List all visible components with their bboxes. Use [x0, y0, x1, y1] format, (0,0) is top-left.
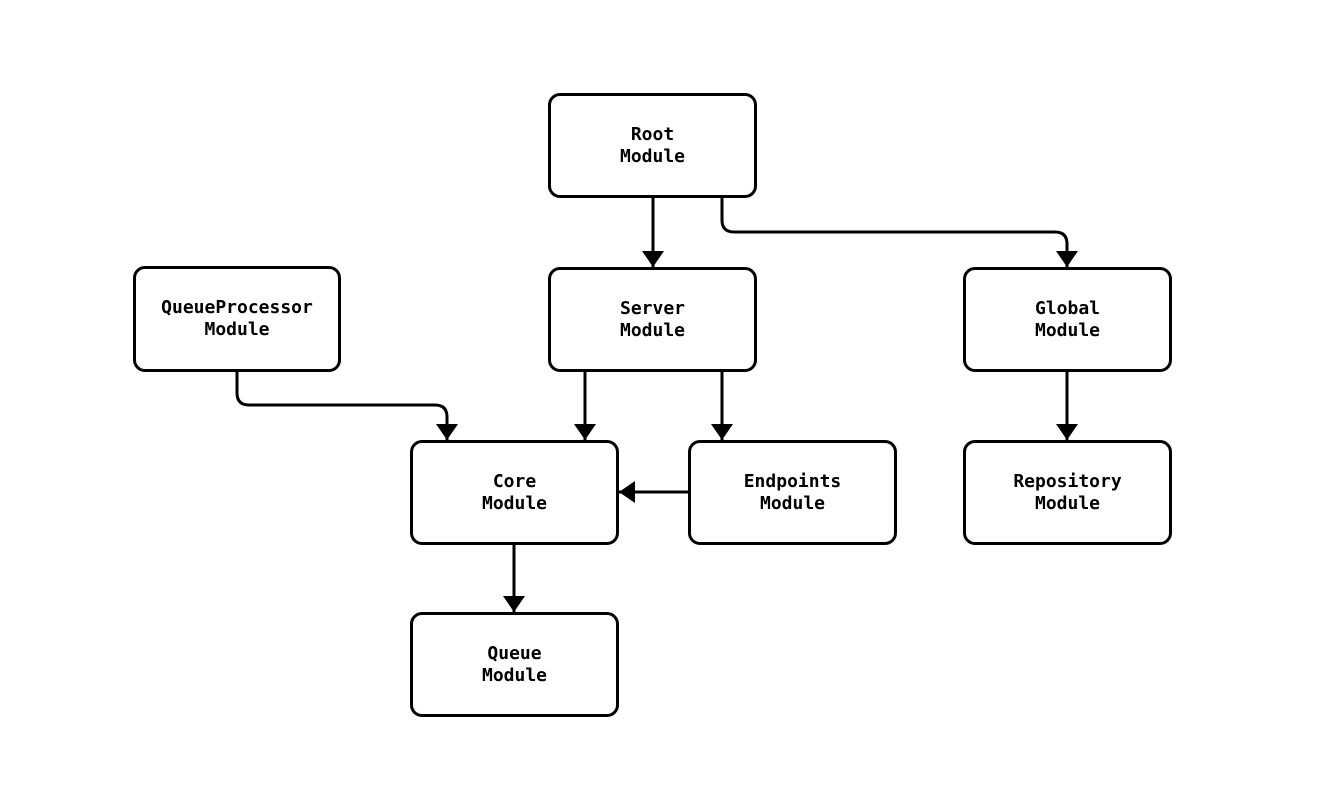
node-label: Root: [630, 123, 675, 145]
arrowhead-icon: [1056, 424, 1078, 440]
node-label: Core: [492, 470, 537, 492]
edge-line: [235, 372, 449, 440]
node-label: Global: [1034, 297, 1101, 319]
arrowhead-icon: [711, 424, 733, 440]
node-label: Module: [619, 319, 686, 341]
arrowhead-icon: [436, 424, 458, 440]
edge-root-to-server: [642, 198, 664, 267]
node-label: Endpoints: [743, 470, 842, 492]
node-label: Queue: [487, 642, 542, 664]
arrowhead-icon: [619, 481, 635, 503]
node-label: Module: [481, 492, 548, 514]
arrowhead-icon: [574, 424, 596, 440]
edge-root-to-global: [720, 198, 1078, 267]
node-label: Module: [1034, 319, 1101, 341]
edge-line: [720, 198, 1069, 267]
arrowhead-icon: [1056, 251, 1078, 267]
node-label: QueueProcessor: [161, 297, 313, 318]
node-label: Module: [204, 319, 270, 340]
node-label: Server: [619, 297, 686, 319]
edge-core-to-queue: [503, 545, 525, 612]
node-label: Repository: [1013, 470, 1122, 492]
node-label: Module: [1034, 492, 1101, 514]
node-label: Module: [619, 145, 686, 167]
edge-queueprocessor-to-core: [235, 372, 458, 440]
edge-server-to-core: [574, 372, 596, 440]
edge-endpoints-to-core: [619, 481, 688, 503]
node-label: Module: [481, 664, 548, 686]
arrowhead-icon: [642, 251, 664, 267]
node-label: Module: [759, 492, 826, 514]
edge-global-to-repository: [1056, 372, 1078, 440]
arrowhead-icon: [503, 596, 525, 612]
edge-server-to-endpoints: [711, 372, 733, 440]
